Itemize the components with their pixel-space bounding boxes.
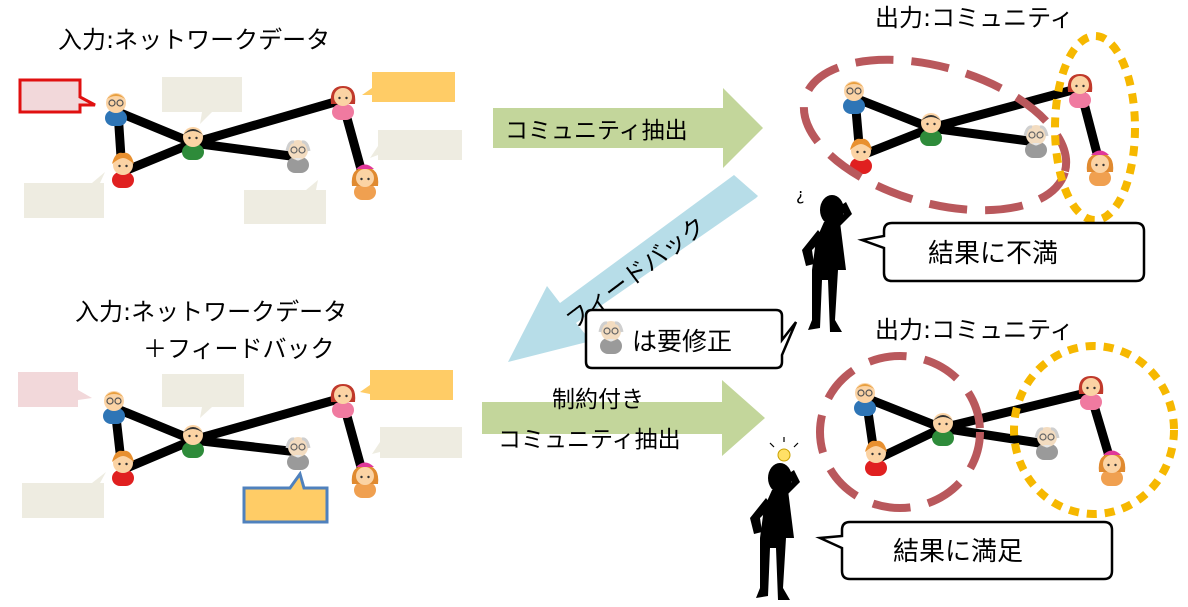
- needs-fix-text: は要修正: [632, 327, 732, 356]
- tag-orange: [360, 370, 453, 400]
- satisfied-bubble: 結果に満足: [815, 520, 1114, 581]
- tag-grey: [162, 77, 242, 124]
- bottom-output-title: 出力:コミュニティ: [875, 316, 1074, 344]
- bottom-output-communities: 出力:コミュニティ: [816, 316, 1178, 518]
- community-yellow-outline: [1010, 342, 1178, 518]
- person-girl-icon: [351, 462, 379, 498]
- tag-grey: [370, 130, 462, 160]
- tag-orange: [362, 72, 455, 102]
- question-mark-icon: ¿: [796, 185, 805, 204]
- constrained-extract-arrow: 制約付き コミュニティ抽出: [482, 380, 765, 456]
- network-edges: [110, 393, 369, 483]
- person-girl-icon: [1086, 150, 1114, 186]
- satisfied-text: 結果に満足: [893, 537, 1023, 567]
- tag-pink: [18, 372, 92, 407]
- constrained-arrow-label-line1: 制約付き: [552, 387, 644, 413]
- person-girl-icon: [351, 164, 379, 200]
- unsatisfied-text: 結果に不満: [928, 239, 1058, 269]
- bottom-input-title-line1: 入力:ネットワークデータ: [75, 298, 347, 326]
- unsatisfied-bubble: 結果に不満: [857, 221, 1146, 283]
- tag-grey: [244, 180, 326, 224]
- idea-person-icon: [750, 463, 800, 600]
- lightbulb-icon: [769, 437, 799, 462]
- person-boy-icon: [112, 450, 134, 486]
- network-edges: [861, 387, 1117, 471]
- constrained-arrow-label-line2: コミュニティ抽出: [498, 427, 681, 453]
- person-woman-icon: [330, 384, 356, 418]
- thinking-person-icon: [802, 195, 852, 332]
- top-input-title: 入力:ネットワークデータ: [58, 26, 330, 54]
- person-boy-icon: [112, 152, 134, 188]
- person-woman-icon: [1078, 376, 1104, 410]
- needs-fix-bubble: は要修正: [584, 308, 798, 370]
- tag-red-outline: [18, 78, 96, 114]
- tag-orange-blue-outline: [242, 470, 329, 524]
- bottom-input-network: 入力:ネットワークデータ ＋フィードバック: [18, 298, 462, 524]
- tag-grey: [162, 374, 244, 418]
- extract-arrow: コミュニティ抽出: [493, 88, 763, 168]
- person-woman-icon: [1067, 74, 1093, 108]
- community-red-outline: [816, 352, 984, 512]
- top-input-network: 入力:ネットワークデータ: [18, 26, 462, 224]
- community-yellow-outline: [1051, 32, 1139, 224]
- person-boy-icon: [865, 440, 887, 476]
- tag-grey: [372, 427, 462, 458]
- person-girl-icon: [1098, 450, 1126, 486]
- top-output-title: 出力:コミュニティ: [875, 4, 1074, 32]
- bottom-input-title-line2: ＋フィードバック: [143, 335, 335, 363]
- tag-grey: [24, 172, 105, 218]
- extract-arrow-label: コミュニティ抽出: [505, 118, 688, 144]
- person-woman-icon: [330, 86, 356, 120]
- tag-grey: [22, 472, 106, 518]
